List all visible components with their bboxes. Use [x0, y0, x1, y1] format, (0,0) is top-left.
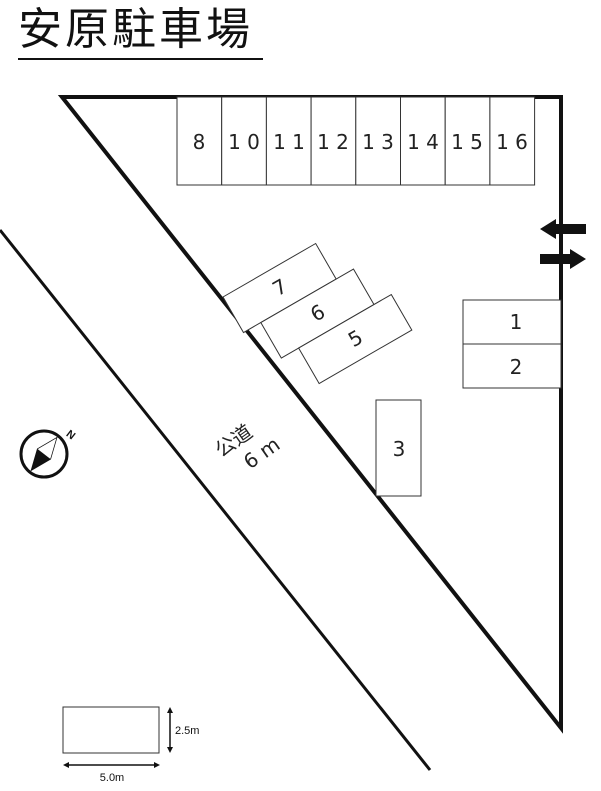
lot-boundary: [57, 95, 563, 734]
legend-stall: [62, 706, 160, 754]
stall-1: [462, 299, 562, 345]
stall-label: 1 4: [407, 130, 439, 154]
stall-10: [221, 96, 267, 186]
stall-label: 1 5: [451, 130, 483, 154]
entrance-arrows-icon: [540, 219, 586, 269]
stall-label: 1 6: [496, 130, 528, 154]
stall-13: [355, 96, 401, 186]
stall-12: [310, 96, 357, 186]
top-row-stalls: 8 1 0 1 1 1 2 1 3 1 4 1 5 1 6: [176, 96, 536, 186]
compass-north-label: N: [64, 428, 78, 442]
legend-height-label: 2.5m: [175, 725, 199, 737]
stall-2: [462, 343, 562, 389]
stall-label: 8: [193, 130, 206, 154]
stall-label: 1 0: [228, 130, 260, 154]
stall-14: [400, 96, 446, 186]
stall-5: [297, 293, 413, 385]
stall-label: 1: [510, 310, 523, 334]
stall-16: [489, 96, 536, 186]
stall-label: 1 1: [273, 130, 305, 154]
stall-15: [444, 96, 491, 186]
stall-label: 3: [393, 437, 406, 461]
page-title: 安原駐車場: [18, 4, 253, 55]
legend-width-label: 5.0m: [100, 772, 124, 784]
compass-icon: N: [19, 428, 78, 479]
road-label: 公道 6 m: [210, 419, 284, 473]
stall-3: [375, 399, 422, 497]
stall-8: [176, 96, 223, 186]
title-underline: [18, 58, 263, 60]
stall-label: 2: [510, 355, 523, 379]
road-edge: [0, 229, 432, 771]
stall-label: 1 2: [317, 130, 349, 154]
right-stalls: 1 2: [462, 299, 562, 389]
scale-legend: 2.5m 5.0m: [62, 706, 199, 784]
diagonal-stalls: 7 6 5: [222, 242, 413, 385]
stall-label: 1 3: [362, 130, 394, 154]
